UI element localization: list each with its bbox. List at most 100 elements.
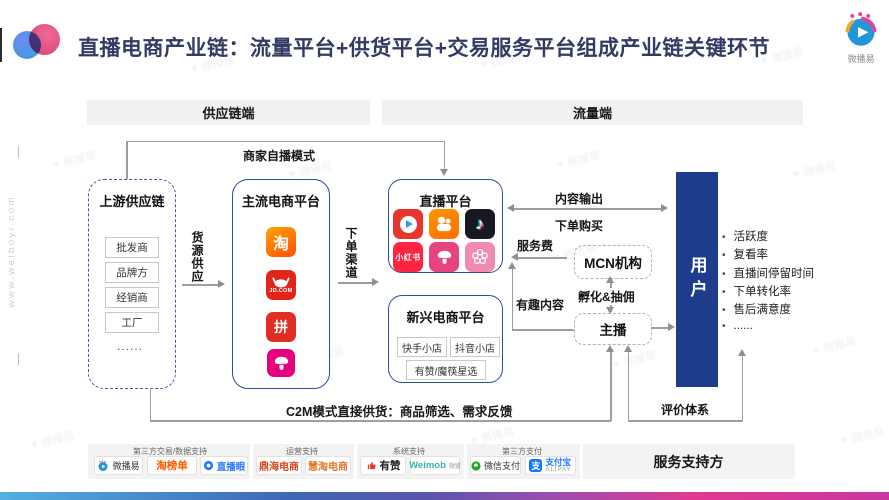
jd-dog-icon xyxy=(272,277,290,287)
user-metric: 活跃度 xyxy=(722,228,769,244)
user-metric: 下单转化率 xyxy=(722,283,792,299)
watermark: 微播易 xyxy=(791,157,838,183)
watermark: 微播易 xyxy=(611,347,658,373)
supply-flow-arrow xyxy=(182,284,220,286)
alipay-text: 支付宝 xyxy=(545,457,571,468)
pdd-char: 拼 xyxy=(274,319,288,335)
support-separator xyxy=(250,444,253,479)
user-box: 用户 xyxy=(676,172,718,387)
fun-content-line-v xyxy=(511,265,513,330)
mogujie-live-icon xyxy=(429,242,459,272)
edge-tick-bottom xyxy=(18,353,19,365)
weimob-text: Weimob xyxy=(409,460,446,471)
arrowhead-up-icon xyxy=(606,276,614,283)
arrowhead-up-icon xyxy=(623,345,632,352)
arrowhead-right-icon xyxy=(661,204,668,212)
arrowhead-right-icon xyxy=(668,323,675,331)
xiaohongshu-text: 小红书 xyxy=(395,252,421,262)
anchor-box: 主播 xyxy=(574,313,652,345)
anchor-to-user-arrow xyxy=(651,327,670,329)
youzan-text: 有赞 xyxy=(379,460,401,472)
alipay-sub-text: ALIPAY xyxy=(545,466,572,473)
upstream-supply-title: 上游供应链 xyxy=(99,194,165,209)
wechat-pay-chip: 微信支付 xyxy=(470,456,521,475)
edge-tick-top xyxy=(18,146,19,158)
fun-content-line-h xyxy=(512,329,574,331)
dinghai-chip: 鼎海电商 xyxy=(256,456,302,475)
dinghai-text: 鼎海电商 xyxy=(259,462,299,473)
self-broadcast-line-top xyxy=(127,140,445,142)
zhiboyan-chip: 直播眼 xyxy=(200,456,248,475)
zhiboyan-eye-icon xyxy=(203,460,213,471)
logo-pink-circle-icon xyxy=(29,24,60,55)
order-channel-label: 下单渠道 xyxy=(344,227,358,279)
arrowhead-down-icon xyxy=(439,169,448,176)
mainstream-ecommerce-box: 主流电商平台 xyxy=(232,179,330,389)
support-section-title: 第三方交易/数据支持 xyxy=(132,447,208,456)
user-metric: 复看率 xyxy=(722,246,769,262)
douyin-icon: ♪ xyxy=(465,209,495,239)
arrowhead-left-icon xyxy=(507,204,514,212)
upstream-item: 品牌方 xyxy=(105,262,159,283)
music-note-icon: ♪ xyxy=(475,214,485,233)
mcn-box: MCN机构 xyxy=(574,245,652,279)
brand-logo: 微播易 xyxy=(838,12,884,65)
taobangdan-chip: 淘榜单 xyxy=(147,456,197,475)
page-title: 直播电商产业链：流量平台+供货平台+交易服务平台组成产业链关键环节 xyxy=(78,37,771,60)
supply-flow-label: 货源供应 xyxy=(190,231,204,283)
order-purchase-label: 下单购买 xyxy=(553,217,606,234)
upstream-item: 工厂 xyxy=(105,312,159,333)
kuaishou-icon xyxy=(429,209,459,239)
arrowhead-up-icon xyxy=(737,349,746,356)
taobangdan-text: 淘榜单 xyxy=(156,460,188,472)
watermark: 微播易 xyxy=(29,427,76,453)
support-separator xyxy=(464,444,467,479)
upstream-item: 批发商 xyxy=(105,237,159,258)
traffic-side-bar: 流量端 xyxy=(382,100,803,125)
live-platform-title: 直播平台 xyxy=(419,194,472,209)
store-chip: 快手小店 xyxy=(397,337,447,357)
arrowhead-up-icon xyxy=(606,345,614,352)
pinduoduo-icon: 拼 xyxy=(266,312,296,342)
thumb-up-icon xyxy=(367,462,376,470)
evaluation-line-left xyxy=(627,349,629,421)
huajiao-icon xyxy=(465,242,495,272)
weiboyi-play-icon xyxy=(98,459,108,471)
arrowhead-right-icon xyxy=(218,280,225,288)
support-section-title: 第三方支付 xyxy=(502,447,542,456)
watermark: 微播易 xyxy=(839,423,886,449)
support-section-title: 系统支持 xyxy=(393,447,425,456)
weimob-chip: Weimob 微盟 xyxy=(409,456,461,475)
store-chip: 有赞/魔筷星选 xyxy=(406,360,486,380)
weiboyi-chip-text: 微播易 xyxy=(112,461,140,471)
self-broadcast-line-right xyxy=(443,141,445,170)
user-metric: 售后满意度 xyxy=(722,301,792,317)
content-output-arrow xyxy=(513,208,663,210)
arrowhead-left-icon xyxy=(511,253,518,261)
user-metric: 直播间停留时间 xyxy=(722,265,815,281)
self-broadcast-line-left xyxy=(126,141,128,179)
service-fee-arrow xyxy=(517,257,567,259)
user-label: 用户 xyxy=(687,255,707,304)
user-metric: ...... xyxy=(722,320,753,332)
brand-name: 微播易 xyxy=(847,54,875,64)
huitao-chip: 慧淘电商 xyxy=(305,456,351,475)
yizhibo-icon xyxy=(393,209,423,239)
wechat-pay-text: 微信支付 xyxy=(483,461,520,471)
arrowhead-up-icon xyxy=(507,262,516,269)
taobao-icon: 淘 xyxy=(266,227,296,257)
arrowhead-down-icon xyxy=(606,307,614,314)
arrowhead-right-icon xyxy=(372,278,379,286)
weiboyi-chip: 微播易 xyxy=(94,456,143,475)
footer-gradient-bar xyxy=(0,492,889,500)
upstream-supply-box: 上游供应链 xyxy=(88,179,176,389)
youzan-chip: 有赞 xyxy=(360,456,406,475)
mogujie-icon xyxy=(267,349,295,377)
xiaohongshu-icon: 小红书 xyxy=(393,242,423,272)
jd-icon: JD.COM xyxy=(266,270,296,300)
store-chip: 抖音小店 xyxy=(450,337,500,357)
wechat-pay-icon xyxy=(471,460,481,471)
support-separator xyxy=(580,444,583,479)
alipay-chip: 支 支付宝 ALIPAY xyxy=(525,456,576,475)
